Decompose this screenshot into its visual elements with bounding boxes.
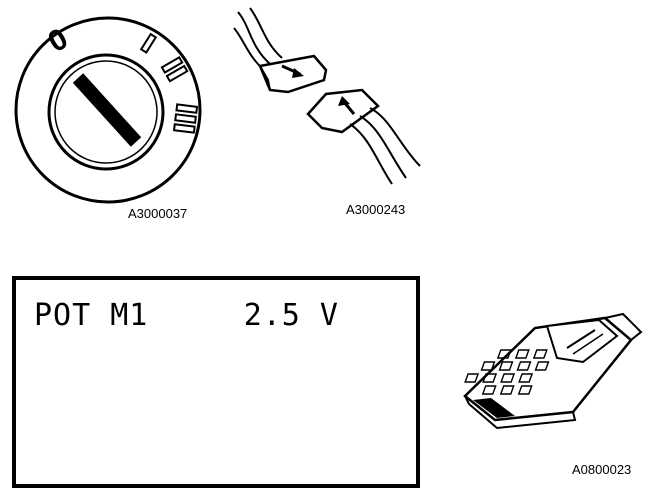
diagnostic-tool-caption: A0800023 xyxy=(572,462,632,477)
ignition-switch-caption: A3000037 xyxy=(128,206,188,221)
handheld-diagnostic-tool-icon xyxy=(463,312,643,430)
connector-icon xyxy=(233,7,421,185)
ignition-switch-icon xyxy=(14,16,202,204)
display-label: POT M1 xyxy=(34,298,149,333)
connector-caption: A3000243 xyxy=(346,202,406,217)
display-value: 2.5 V xyxy=(243,298,339,333)
diagnostic-display: POT M1 2.5 V xyxy=(12,276,420,488)
display-reading: POT M1 2.5 V xyxy=(34,298,339,333)
